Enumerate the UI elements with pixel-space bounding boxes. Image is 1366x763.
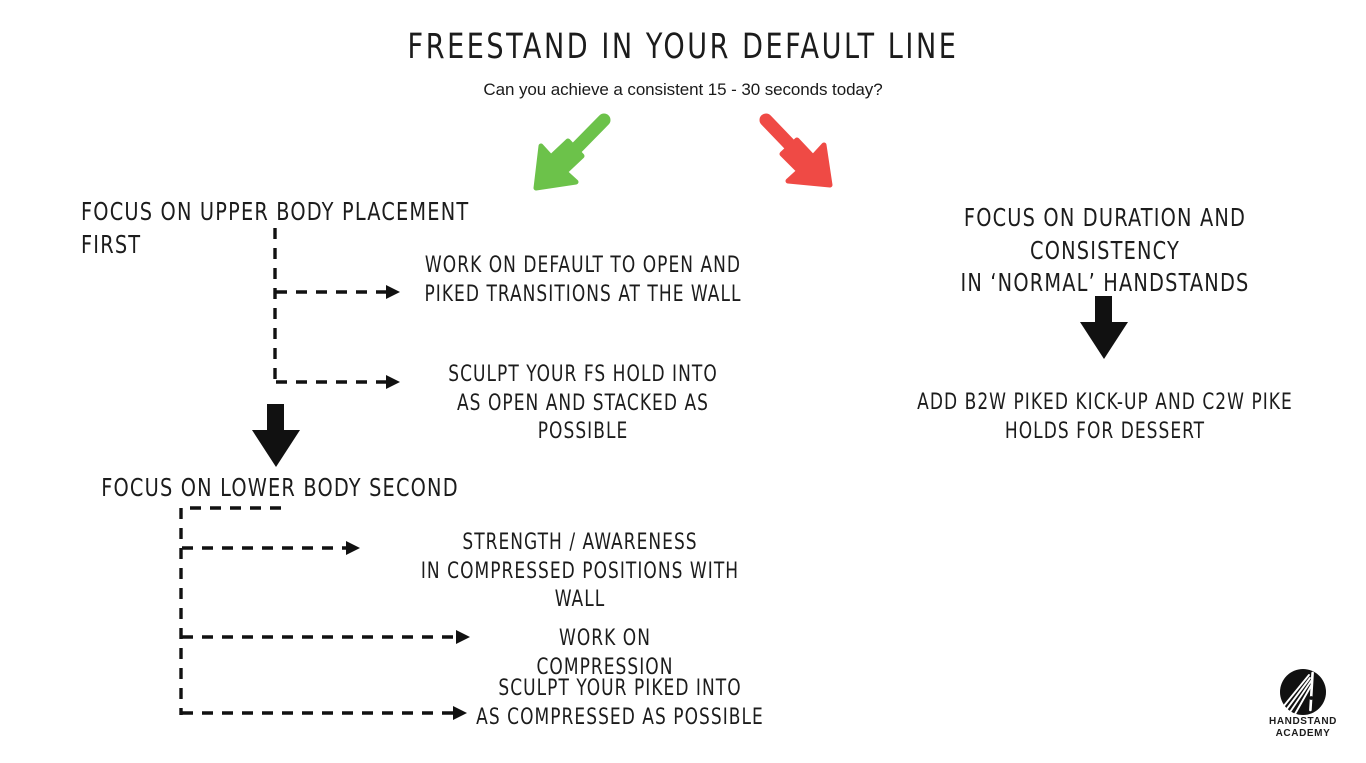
heading-lower-body: FOCUS ON LOWER BODY SECOND xyxy=(101,473,459,502)
handstand-academy-logo-icon xyxy=(1280,669,1326,715)
arrowhead-icon xyxy=(456,630,470,644)
arrowhead-icon xyxy=(346,541,360,555)
page-subtitle: Can you achieve a consistent 15 - 30 sec… xyxy=(483,80,883,99)
logo: HANDSTAND ACADEMY xyxy=(1261,668,1345,739)
green-arrow-icon xyxy=(533,113,611,191)
arrowhead-icon xyxy=(453,706,467,720)
heading-upper-body: FOCUS ON UPPER BODY PLACEMENT FIRST xyxy=(81,197,470,259)
logo-text-line1: HANDSTAND xyxy=(1269,716,1337,727)
arrowhead-icon xyxy=(386,375,400,389)
item-right-1: ADD B2W PIKED KICK-UP AND C2W PIKE HOLDS… xyxy=(917,390,1293,444)
black-down-arrow-icon-right xyxy=(1080,296,1128,359)
red-arrow-icon xyxy=(759,113,833,188)
arrowhead-icon xyxy=(386,285,400,299)
item-upper-1: WORK ON DEFAULT TO OPEN AND PIKED TRANSI… xyxy=(424,253,742,307)
item-upper-2: SCULPT YOUR FS HOLD INTO AS OPEN AND STA… xyxy=(448,362,718,445)
black-down-arrow-icon xyxy=(252,404,300,467)
heading-duration-consistency: FOCUS ON DURATION AND CONSISTENCY IN ‘NO… xyxy=(960,203,1250,297)
logo-text-line2: ACADEMY xyxy=(1275,727,1331,739)
item-lower-2: WORK ON COMPRESSION xyxy=(536,626,674,680)
item-lower-1: STRENGTH / AWARENESS IN COMPRESSED POSIT… xyxy=(420,530,740,613)
page-title: FREESTAND IN YOUR DEFAULT LINE xyxy=(407,27,959,67)
item-lower-3: SCULPT YOUR PIKED INTO AS COMPRESSED AS … xyxy=(476,676,764,730)
